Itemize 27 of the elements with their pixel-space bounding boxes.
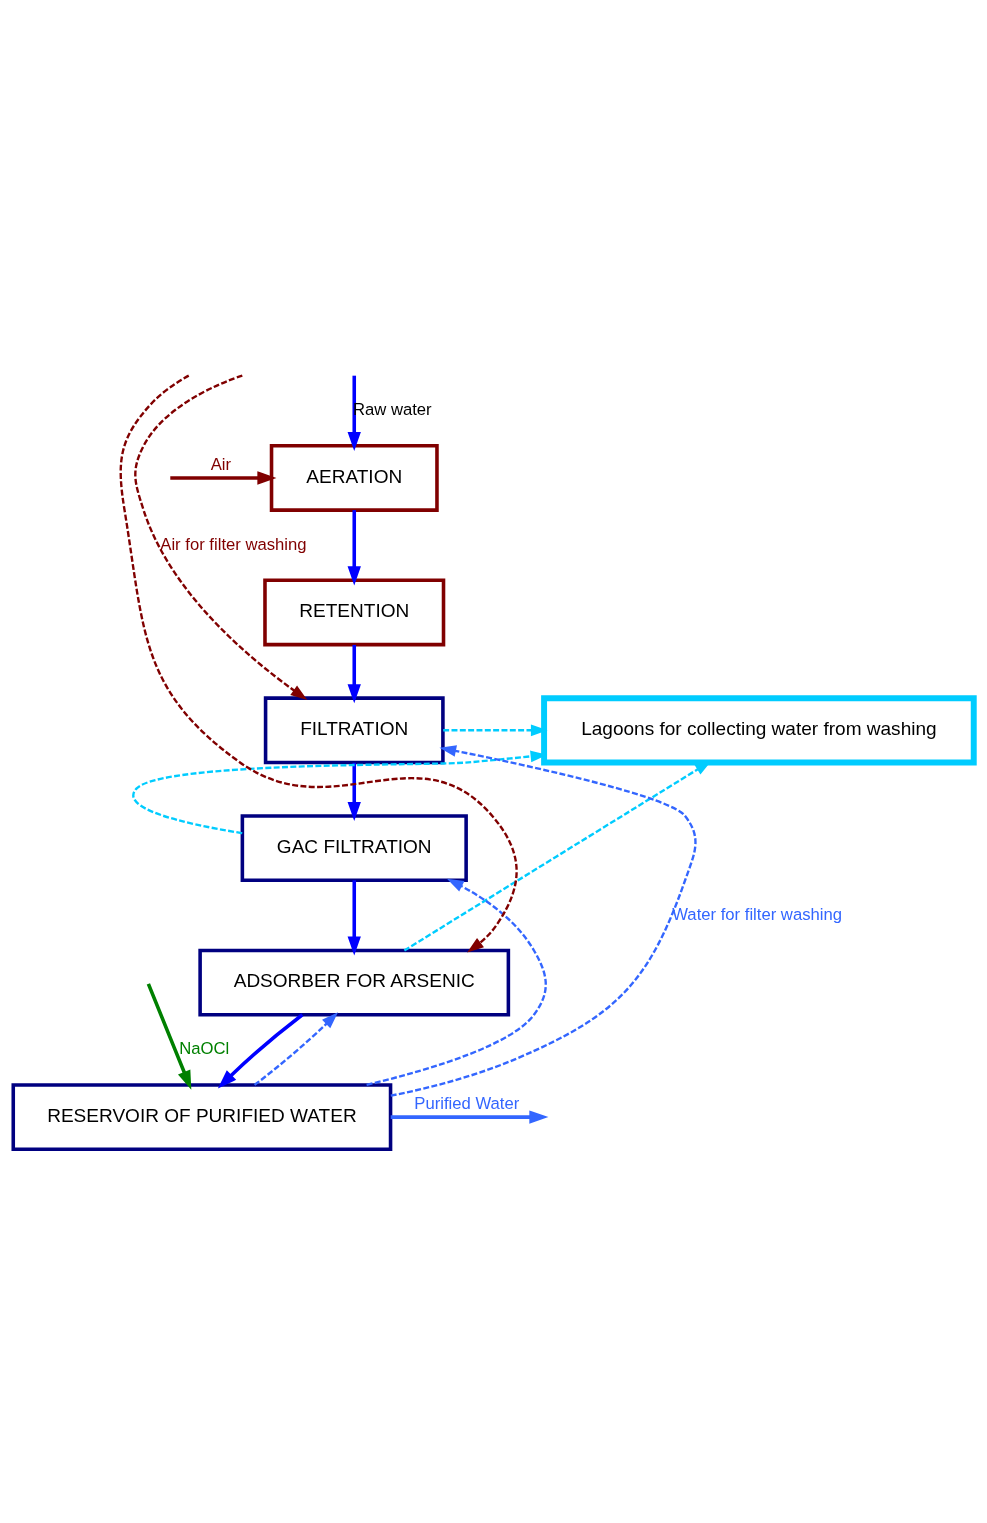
- arrow: [347, 509, 361, 585]
- arrow: [366, 878, 547, 1086]
- arrow: [119, 374, 518, 952]
- arrow: [390, 1109, 549, 1124]
- node-box: ADSORBER FOR ARSENIC: [198, 948, 511, 1017]
- node-box: RESERVOIR OF PURIFIED WATER: [11, 1082, 393, 1151]
- node-box: Lagoons for collecting water from washing: [541, 694, 977, 765]
- arrow: [347, 375, 361, 451]
- edge-label: NaOCl: [179, 1038, 230, 1058]
- edge-label: Air for filter washing: [160, 534, 307, 554]
- arrow: [443, 723, 548, 736]
- arrow: [170, 470, 277, 485]
- arrow: [347, 879, 361, 956]
- arrow: [217, 1012, 304, 1088]
- node-box: RETENTION: [263, 578, 446, 646]
- arrow: [134, 374, 308, 700]
- edge-label: Water for filter washing: [672, 904, 842, 924]
- arrow: [347, 762, 361, 821]
- arrow: [347, 644, 361, 703]
- edge-label: Purified Water: [414, 1093, 520, 1113]
- arrow: [390, 744, 697, 1097]
- node-box: AERATION: [269, 443, 439, 512]
- edge-label: Air: [210, 454, 232, 474]
- node-box: GAC FILTRATION: [240, 813, 468, 882]
- arrow: [253, 1011, 339, 1086]
- arrow: [146, 982, 192, 1090]
- node-box: FILTRATION: [263, 695, 445, 764]
